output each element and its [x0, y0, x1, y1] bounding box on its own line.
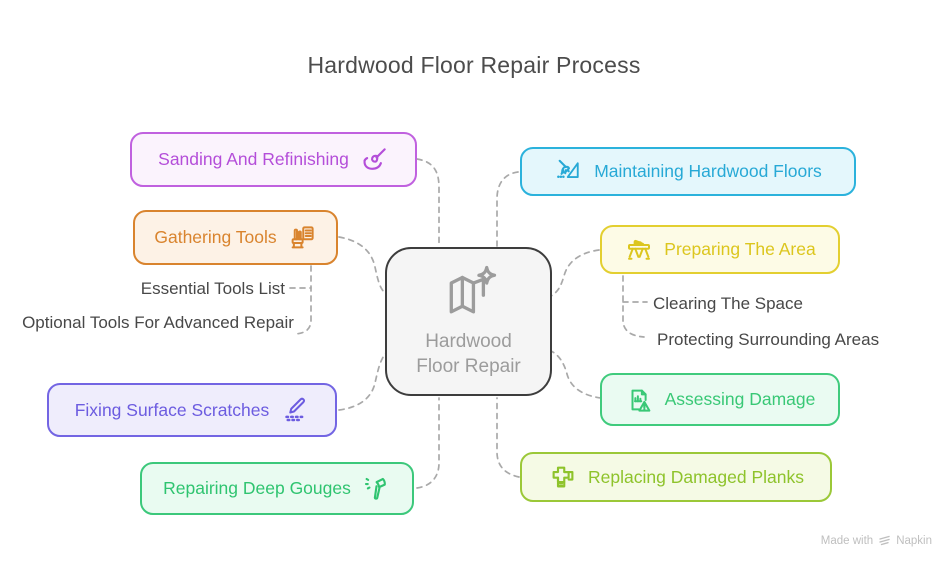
napkin-brand-text: Napkin — [896, 534, 932, 547]
made-with-text: Made with — [820, 534, 874, 547]
subitem-essential-tools-list: Essential Tools List — [140, 279, 285, 298]
connector-sanding-center — [416, 158, 440, 247]
node-label: Sanding And Refinishing — [158, 149, 349, 169]
subitem-clearing-the-space: Clearing The Space — [653, 294, 803, 313]
pen-scratch-icon — [285, 397, 306, 422]
node-fixing-surface-scratches: Fixing Surface Scratches — [47, 383, 337, 437]
page-title: Hardwood Floor Repair Process — [307, 52, 641, 78]
mallet-icon — [364, 477, 386, 500]
plank-puzzle-icon — [552, 466, 574, 488]
connector-replacing-center — [496, 397, 520, 478]
damage-report-icon — [631, 389, 650, 412]
node-maintaining-hardwood-floors: Maintaining Hardwood Floors — [520, 147, 856, 196]
connector-repairing-center — [416, 397, 440, 489]
central-node-label-line2: Floor Repair — [416, 356, 521, 377]
worktable-icon — [628, 239, 651, 260]
broom-icon — [557, 159, 579, 178]
connector-preparing-sub-stem — [622, 275, 645, 338]
made-with-napkin-credit: Made with Napkin — [821, 534, 932, 547]
node-preparing-the-area: Preparing The Area — [600, 225, 840, 274]
subitem-protecting-surrounding-areas: Protecting Surrounding Areas — [657, 330, 880, 349]
connector-preparing-center — [550, 249, 600, 297]
connector-gathering-sub-stem — [292, 265, 312, 335]
node-label: Maintaining Hardwood Floors — [594, 161, 822, 181]
brush-refinish-icon — [363, 147, 386, 170]
central-node-label-line1: Hardwood — [425, 331, 512, 352]
central-node-hardwood-floor-repair: Hardwood Floor Repair — [385, 247, 552, 396]
node-label: Preparing The Area — [664, 239, 816, 259]
node-label: Repairing Deep Gouges — [163, 478, 351, 498]
map-sparkle-icon — [449, 265, 496, 314]
node-label: Fixing Surface Scratches — [74, 399, 270, 420]
connector-assessing-center — [550, 350, 602, 399]
connector-maintaining-center — [496, 171, 519, 247]
tools-list-icon — [291, 225, 314, 248]
napkin-logo-icon — [879, 535, 890, 546]
node-replacing-damaged-planks: Replacing Damaged Planks — [520, 452, 832, 502]
node-label: Replacing Damaged Planks — [588, 466, 804, 487]
subitem-optional-tools-advanced-repair: Optional Tools For Advanced Repair — [22, 313, 294, 332]
connector-gathering-center — [338, 236, 387, 295]
node-gathering-tools: Gathering Tools — [133, 210, 338, 265]
node-assessing-damage: Assessing Damage — [600, 373, 840, 426]
node-sanding-and-refinishing: Sanding And Refinishing — [130, 132, 417, 187]
node-repairing-deep-gouges: Repairing Deep Gouges — [140, 462, 414, 515]
node-label: Assessing Damage — [664, 389, 816, 409]
node-label: Gathering Tools — [154, 227, 277, 247]
connector-fixing-center — [338, 352, 387, 411]
